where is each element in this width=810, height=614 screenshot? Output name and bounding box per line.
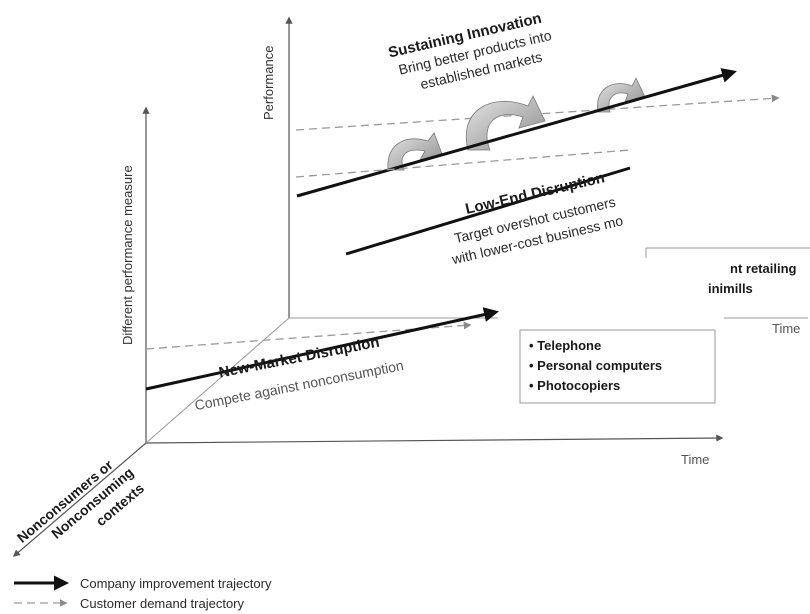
low-end-example-2: inimills xyxy=(708,281,753,296)
example-photocopiers: • Photocopiers xyxy=(529,378,620,393)
new-market-examples-box: • Telephone • Personal computers • Photo… xyxy=(519,329,716,404)
new-market-demand-trajectory xyxy=(145,321,472,350)
low-end-company-trajectory xyxy=(345,166,631,256)
different-measure-axis-label: Different performance measure xyxy=(120,165,135,345)
new-market-company-trajectory xyxy=(145,307,499,391)
sustaining-company-trajectory xyxy=(296,68,737,198)
low-end-example-1: nt retailing xyxy=(730,261,797,276)
white-occluder-upper xyxy=(632,127,810,255)
sustaining-curved-arrows xyxy=(387,77,646,171)
example-personal-computers: • Personal computers xyxy=(529,358,662,373)
low-end-examples-box: nt retailing inimills xyxy=(645,247,810,296)
legend-company-label: Company improvement trajectory xyxy=(80,576,272,591)
performance-axis-label: Performance xyxy=(261,46,276,120)
time-axis-main xyxy=(145,434,724,444)
legend: Company improvement trajectory Customer … xyxy=(14,575,272,611)
time-label-back: Time xyxy=(772,321,800,336)
time-axis-label: Time xyxy=(681,452,709,467)
example-telephone: • Telephone xyxy=(529,338,601,353)
white-occluder-lower xyxy=(498,258,724,320)
low-end-demand-trajectory xyxy=(295,149,631,178)
depth-axis-upper xyxy=(145,317,290,444)
legend-demand-label: Customer demand trajectory xyxy=(80,596,245,611)
depth-axis-lower xyxy=(12,442,147,557)
